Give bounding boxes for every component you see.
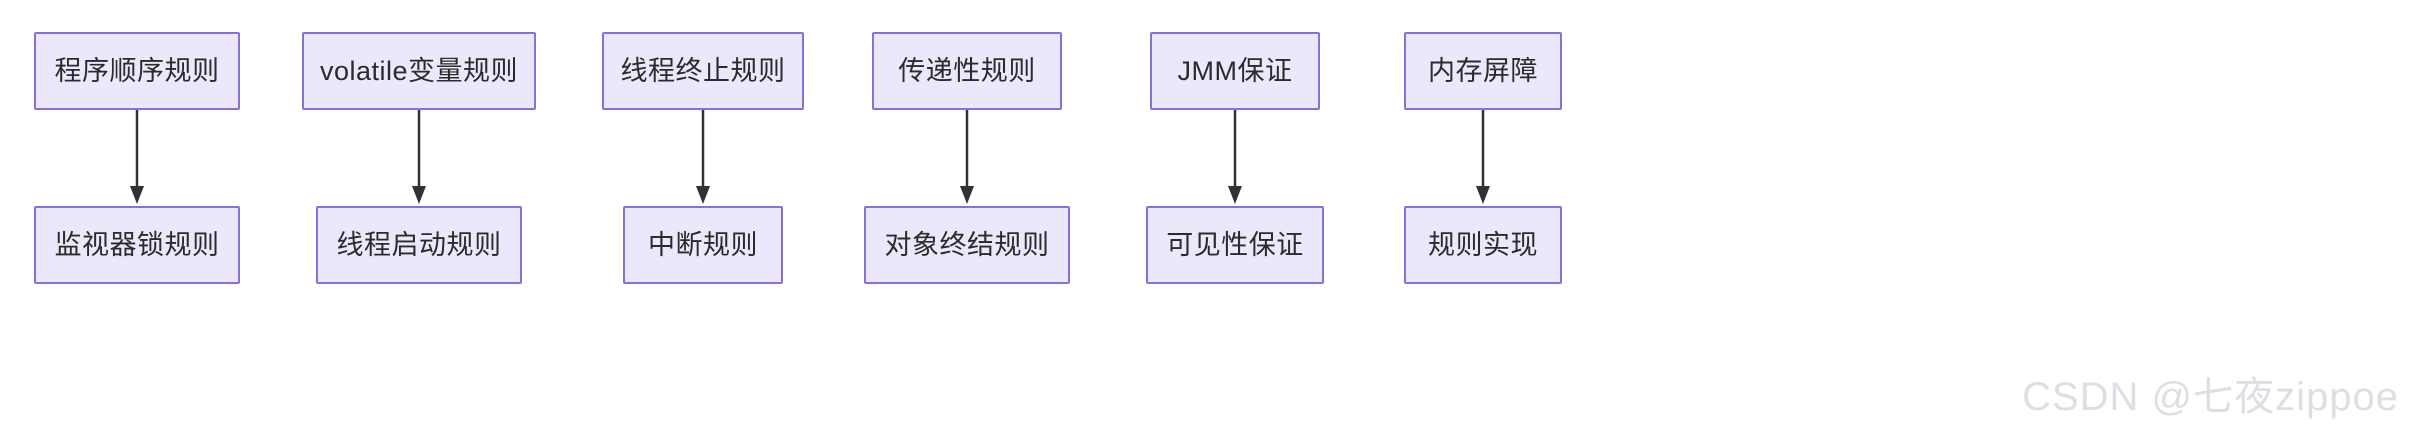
node-interrupt-rule[interactable]: 中断规则: [623, 206, 783, 284]
edge-chain-1: [125, 110, 149, 206]
node-thread-termination-rule[interactable]: 线程终止规则: [602, 32, 804, 110]
node-object-finalization-rule[interactable]: 对象终结规则: [864, 206, 1070, 284]
node-label: JMM保证: [1177, 55, 1293, 86]
node-thread-start-rule[interactable]: 线程启动规则: [316, 206, 522, 284]
flowchart-chain-3: 线程终止规则 中断规则: [602, 0, 804, 284]
node-label: 可见性保证: [1166, 229, 1304, 260]
edge-chain-3: [691, 110, 715, 206]
node-monitor-lock-rule[interactable]: 监视器锁规则: [34, 206, 240, 284]
node-label: 对象终结规则: [884, 229, 1050, 260]
node-memory-barrier[interactable]: 内存屏障: [1404, 32, 1562, 110]
node-jmm-guarantee[interactable]: JMM保证: [1150, 32, 1320, 110]
node-label: 中断规则: [648, 229, 758, 260]
edge-chain-2: [407, 110, 431, 206]
node-label: 程序顺序规则: [54, 55, 220, 86]
node-label: 内存屏障: [1428, 55, 1538, 86]
node-transitivity-rule[interactable]: 传递性规则: [872, 32, 1062, 110]
flowchart-chain-4: 传递性规则 对象终结规则: [864, 0, 1070, 284]
node-rule-implementation[interactable]: 规则实现: [1404, 206, 1562, 284]
edge-chain-5: [1223, 110, 1247, 206]
flowchart-chain-2: volatile变量规则 线程启动规则: [302, 0, 536, 284]
flowchart-chain-6: 内存屏障 规则实现: [1404, 0, 1562, 284]
node-label: 规则实现: [1428, 229, 1538, 260]
down-arrow-icon: [960, 110, 974, 204]
node-label: volatile变量规则: [319, 55, 519, 86]
down-arrow-icon: [130, 110, 144, 204]
down-arrow-icon: [1476, 110, 1490, 204]
node-label: 线程启动规则: [336, 229, 502, 260]
node-label: 传递性规则: [898, 55, 1036, 86]
down-arrow-icon: [696, 110, 710, 204]
node-label: 线程终止规则: [620, 55, 786, 86]
node-visibility-guarantee[interactable]: 可见性保证: [1146, 206, 1324, 284]
node-volatile-variable-rule[interactable]: volatile变量规则: [302, 32, 536, 110]
edge-chain-4: [955, 110, 979, 206]
edge-chain-6: [1471, 110, 1495, 206]
flowchart-chain-1: 程序顺序规则 监视器锁规则: [34, 0, 240, 284]
node-program-order-rule[interactable]: 程序顺序规则: [34, 32, 240, 110]
down-arrow-icon: [1228, 110, 1242, 204]
flowchart-chain-5: JMM保证 可见性保证: [1146, 0, 1324, 284]
down-arrow-icon: [412, 110, 426, 204]
node-label: 监视器锁规则: [54, 229, 220, 260]
